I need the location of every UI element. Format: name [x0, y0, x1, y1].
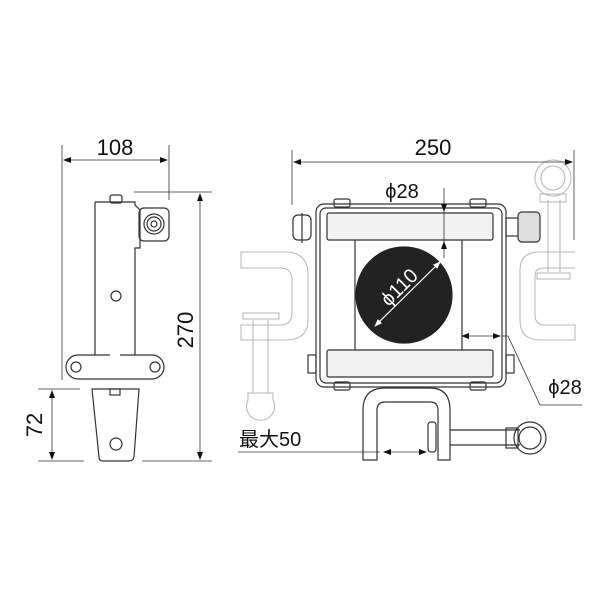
- side-view: [38, 145, 212, 462]
- front-view: [238, 150, 582, 461]
- dim-phi28-side: ϕ28: [548, 377, 581, 399]
- dim-clamp-max50: 最大50: [239, 428, 301, 451]
- dim-270: 270: [173, 312, 198, 349]
- dim-72: 72: [22, 413, 47, 437]
- dim-phi28-top: ϕ28: [385, 181, 418, 203]
- dim-250: 250: [415, 135, 452, 160]
- dim-108: 108: [97, 135, 134, 160]
